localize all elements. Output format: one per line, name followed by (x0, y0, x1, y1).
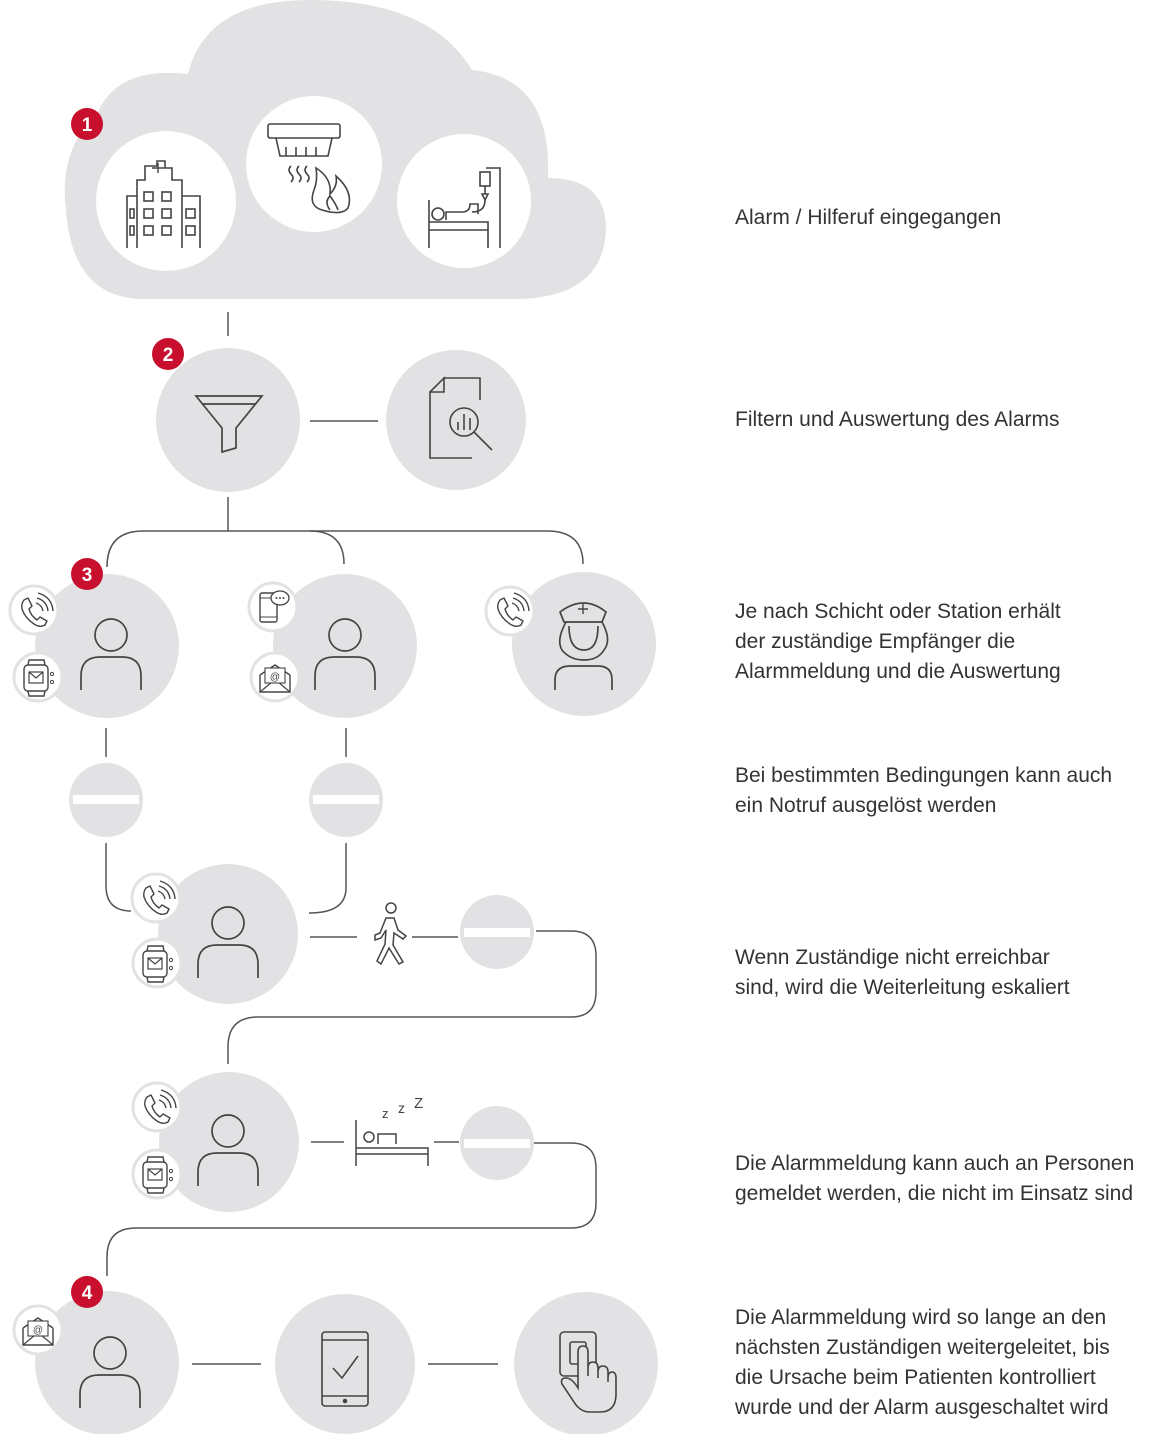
recipient-node-nurse (484, 572, 656, 716)
caption-line: wurde und der Alarm ausgeschaltet wird (735, 1396, 1109, 1419)
caption-emergency-call: Bei bestimmten Bedingungen kann auch ein… (735, 761, 1160, 821)
hospital-building-icon (126, 160, 201, 248)
step-badge-3: 3 (71, 558, 103, 590)
patient-bed-iv-icon (428, 167, 501, 248)
svg-text:z: z (398, 1100, 405, 1116)
nurse-icon (554, 602, 613, 690)
caption-line: sind, wird die Weiterleitung eskaliert (735, 976, 1070, 999)
do-not-disturb-icon (73, 795, 139, 804)
filter-funnel-icon (194, 395, 264, 454)
tablet-check-icon (321, 1331, 369, 1407)
caption-alarm-received: Alarm / Hilferuf eingegangen (735, 203, 1160, 233)
caption-filter-evaluation: Filtern und Auswertung des Alarms (735, 405, 1160, 435)
do-not-disturb-icon (464, 928, 530, 937)
caption-line: nächsten Zuständigen weitergeleitet, bis (735, 1336, 1110, 1359)
filter-node (156, 348, 300, 492)
recipient-node-a (8, 574, 179, 718)
analysis-node (386, 350, 526, 490)
caption-line: ein Notruf ausgelöst werden (735, 794, 997, 817)
caption-line: der zuständige Empfänger die (735, 630, 1016, 653)
caption-resolution: Die Alarmmeldung wird so lange an den nä… (735, 1303, 1160, 1423)
button-press-node (514, 1292, 658, 1434)
svg-text:Z: Z (414, 1095, 423, 1112)
caption-line: Alarmmeldung und die Auswertung (735, 660, 1061, 683)
connector-lines (105, 312, 597, 1365)
escalation-recipient-node (130, 864, 298, 1004)
caption-off-duty: Die Alarmmeldung kann auch an Personen g… (735, 1149, 1160, 1209)
step-badge-1: 1 (71, 108, 103, 140)
do-not-disturb-icon (313, 795, 379, 804)
caption-shift-recipient: Je nach Schicht oder Station erhält der … (735, 597, 1160, 687)
walking-person-icon (374, 902, 408, 966)
caption-line: Die Alarmmeldung wird so lange an den (735, 1306, 1107, 1329)
caption-line: Alarm / Hilferuf eingegangen (735, 206, 1002, 229)
caption-line: Wenn Zuständige nicht erreichbar (735, 946, 1050, 969)
step-number: 1 (82, 115, 93, 136)
recipient-node-b (247, 574, 417, 718)
do-not-disturb-icon (464, 1139, 530, 1148)
document-analysis-icon (429, 376, 493, 459)
step-number: 4 (82, 1283, 93, 1304)
do-not-disturb-node-a (69, 763, 143, 837)
final-recipient-node (12, 1291, 179, 1434)
step-number: 3 (82, 565, 93, 586)
smoke-detector-fire-icon (267, 123, 351, 214)
caption-line: Je nach Schicht oder Station erhält (735, 600, 1061, 623)
caption-line: die Ursache beim Patienten kontrolliert (735, 1366, 1096, 1389)
finger-press-button-icon (559, 1331, 617, 1413)
do-not-disturb-node-c (460, 895, 534, 969)
do-not-disturb-node-b (309, 763, 383, 837)
caption-line: Filtern und Auswertung des Alarms (735, 408, 1060, 431)
alarm-sources-cloud (64, 0, 606, 299)
caption-line: gemeldet werden, die nicht im Einsatz si… (735, 1182, 1134, 1205)
step-badge-4: 4 (71, 1276, 103, 1308)
step-badge-2: 2 (152, 338, 184, 370)
tablet-node (275, 1294, 415, 1434)
caption-line: Bei bestimmten Bedingungen kann auch (735, 764, 1113, 787)
svg-text:z: z (382, 1106, 389, 1121)
do-not-disturb-node-d (460, 1106, 534, 1180)
caption-line: Die Alarmmeldung kann auch an Personen (735, 1152, 1135, 1175)
off-duty-recipient-node (131, 1072, 299, 1212)
sleeping-bed-icon: z z Z (355, 1095, 429, 1166)
step-number: 2 (163, 345, 174, 366)
caption-escalation: Wenn Zuständige nicht erreichbar sind, w… (735, 943, 1160, 1003)
